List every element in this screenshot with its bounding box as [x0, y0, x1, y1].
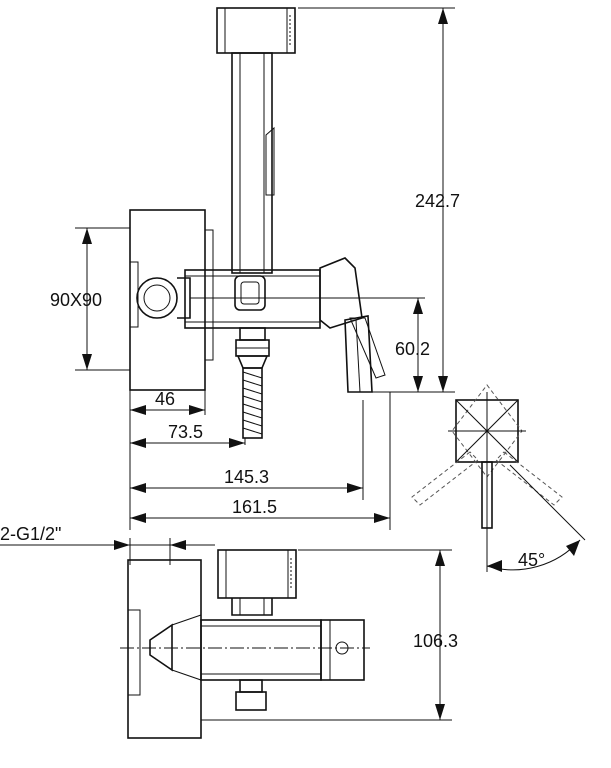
label-handle-drop: 60.2 — [395, 339, 430, 359]
shower-head-top — [217, 549, 297, 616]
shower-handle — [231, 52, 275, 274]
wall-mount-block — [129, 209, 214, 391]
label-wall-to-body: 73.5 — [168, 422, 203, 442]
dim-wall-to-hose: 46 — [130, 389, 205, 415]
top-view: 2-G1/2" — [0, 524, 458, 739]
label-height-total: 242.7 — [415, 191, 460, 211]
shower-head — [216, 7, 296, 54]
hose — [242, 367, 263, 439]
label-wall-to-hose: 46 — [155, 389, 175, 409]
label-depth: 106.3 — [413, 631, 458, 651]
dim-mount-size: 90X90 — [50, 227, 130, 371]
dim-thread: 2-G1/2" — [0, 524, 215, 565]
dim-wall-to-body: 73.5 — [130, 422, 245, 448]
dim-wall-to-handle: 145.3 — [130, 467, 363, 493]
dim-overall-length: 161.5 — [130, 497, 390, 523]
label-overall-length: 161.5 — [232, 497, 277, 517]
label-mount-size: 90X90 — [50, 290, 102, 310]
valve-body-top — [200, 619, 365, 681]
hose-connector — [235, 327, 270, 439]
dim-handle-drop: 60.2 — [395, 298, 430, 392]
lever-rotation-detail: 45° — [411, 384, 586, 572]
side-view: 242.7 90X90 60.2 46 — [50, 7, 460, 530]
label-wall-to-handle: 145.3 — [224, 467, 269, 487]
dim-depth: 106.3 — [201, 549, 458, 721]
lever-handle — [319, 257, 386, 393]
hose-outlet-top — [235, 679, 267, 711]
dim-height-total: 242.7 — [298, 7, 460, 393]
wall-mount-block-top — [127, 559, 202, 739]
label-rotation-angle: 45° — [518, 550, 545, 570]
label-thread: 2-G1/2" — [0, 524, 61, 544]
